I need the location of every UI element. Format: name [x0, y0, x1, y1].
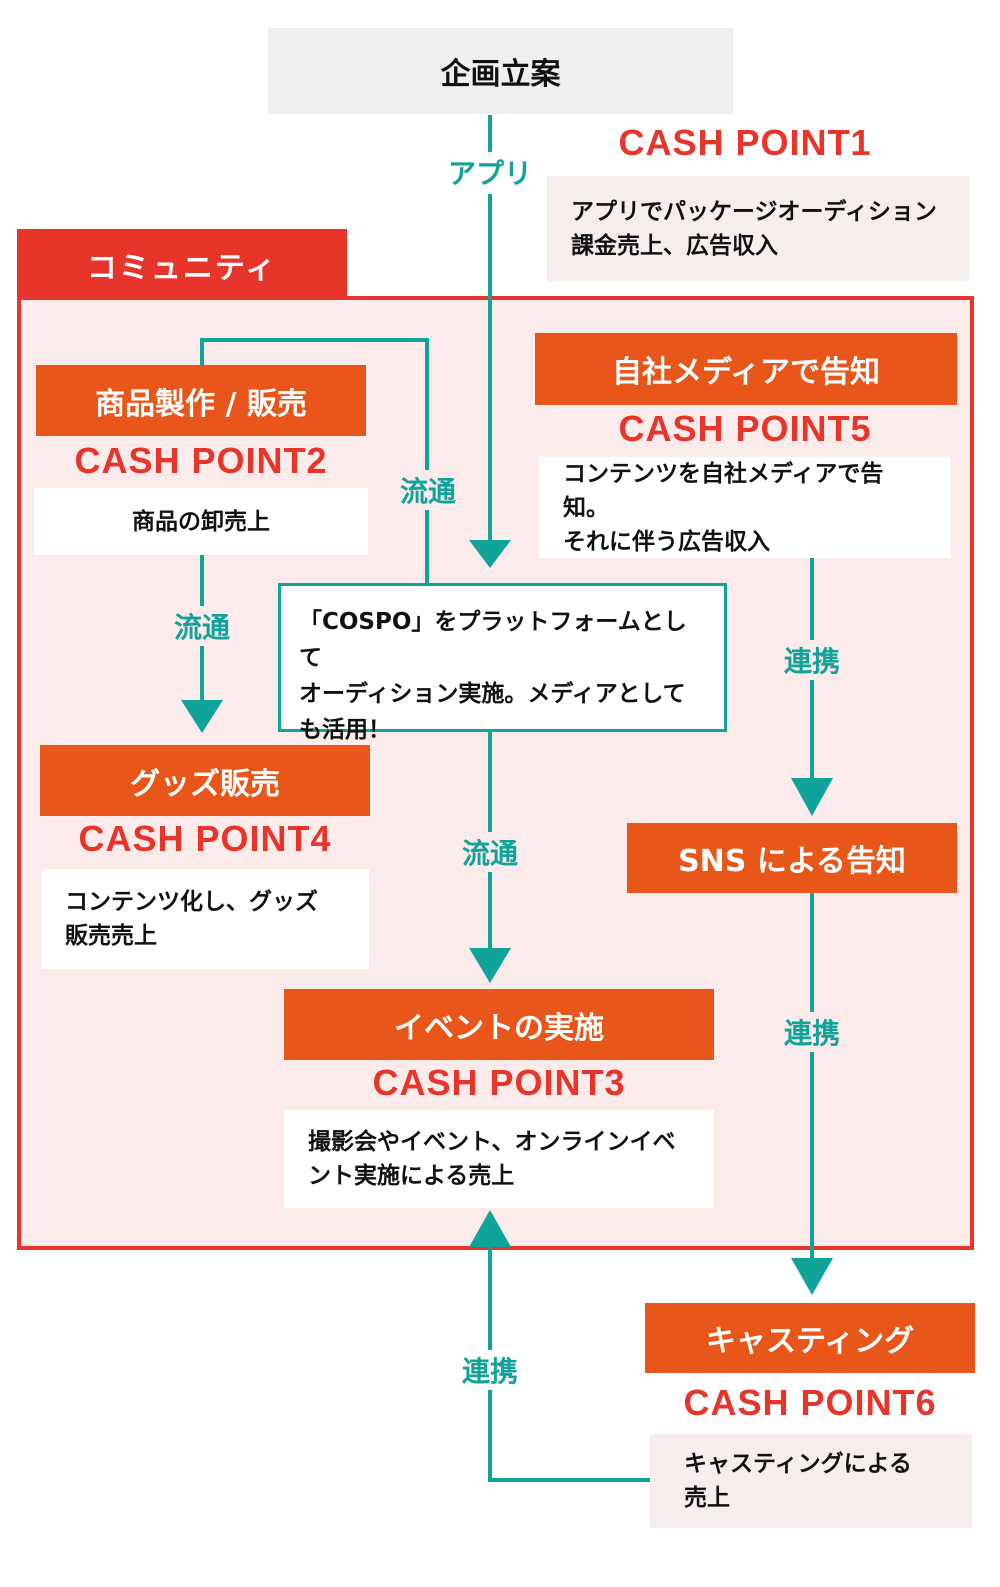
cash-point-3-title: CASH POINT3: [372, 1062, 626, 1103]
arrow-down-icon: [181, 700, 223, 733]
connector-link-casting-event-line: [488, 1240, 650, 1482]
cash-point-2-title: CASH POINT2: [74, 440, 328, 481]
arrow-down-icon: [469, 948, 511, 983]
cospo-platform-box: 「COSPO」をプラットフォームとして オーディション実施。メディアとして も活…: [278, 583, 727, 743]
sns-heading: SNS による告知: [627, 823, 957, 893]
media-heading: 自社メディアで告知: [535, 333, 957, 405]
arrow-up-icon: [469, 1210, 511, 1247]
cash-point-6-title: CASH POINT6: [683, 1382, 937, 1423]
community-label: コミュニティ: [86, 250, 278, 286]
cash-point-3-description: 撮影会やイベント、オンラインイベ ント実施による売上: [284, 1110, 714, 1208]
cash-point-1-title: CASH POINT1: [618, 122, 872, 163]
event-heading: イベントの実施: [284, 989, 714, 1060]
arrow-down-icon: [469, 540, 511, 568]
community-tab: コミュニティ: [17, 229, 347, 300]
cash-point-5-description: コンテンツを自社メディアで告知。 それに伴う広告収入: [539, 457, 951, 558]
casting-heading: キャスティング: [645, 1303, 975, 1373]
planning-box: 企画立案: [268, 28, 733, 114]
product-heading: 商品製作 / 販売: [36, 365, 366, 436]
connector-link-sns-casting-label: 連携: [776, 1012, 848, 1052]
cash-point-1-description: アプリでパッケージオーディション 課金売上、広告収入: [547, 176, 969, 281]
cash-point-2-description: 商品の卸売上: [34, 488, 368, 555]
connector-distribution-top-label: 流通: [392, 470, 464, 510]
cash-point-6-description: キャスティングによる 売上: [650, 1434, 972, 1528]
connector-link-media-sns-label: 連携: [776, 640, 848, 680]
goods-heading: グッズ販売: [40, 745, 370, 816]
connector-link-casting-event-label: 連携: [454, 1350, 526, 1390]
cash-point-4-description: コンテンツ化し、グッズ 販売売上: [41, 869, 369, 969]
planning-label: 企画立案: [440, 57, 561, 92]
cash-point-5-title: CASH POINT5: [618, 408, 872, 449]
connector-distribution-left-label: 流通: [166, 606, 238, 646]
arrow-down-icon: [791, 778, 833, 816]
arrow-down-icon: [791, 1258, 833, 1295]
cash-point-4-title: CASH POINT4: [78, 818, 332, 859]
connector-distribution-center-label: 流通: [454, 832, 526, 872]
connector-app-label: アプリ: [438, 152, 542, 194]
connector-distribution-top-line: [200, 338, 429, 585]
